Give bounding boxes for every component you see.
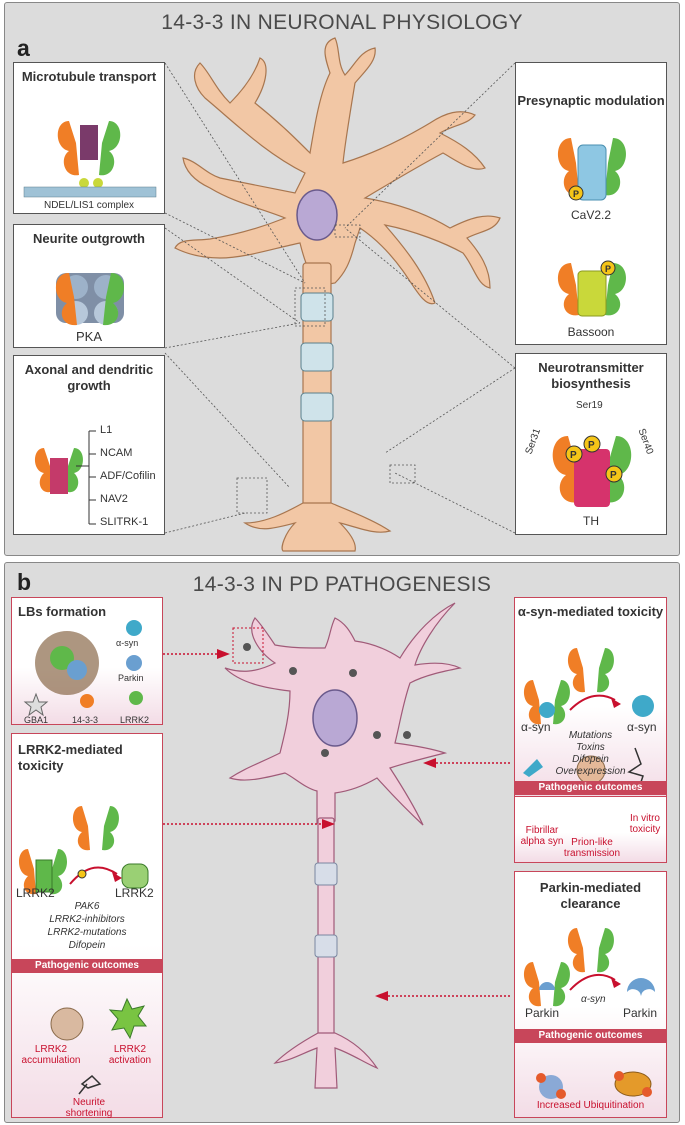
lbs-title: LBs formation <box>18 604 107 619</box>
svg-text:P: P <box>573 189 579 199</box>
parkin-left-label: Parkin <box>525 1006 560 1020</box>
lrrk2-title: LRRK2-mediated toxicity <box>18 742 123 773</box>
presynaptic-title: Presynaptic modulation <box>517 93 665 108</box>
lrrk2-outcome-accumulation: LRRK2 accumulation <box>21 1044 81 1066</box>
asyn-outcome-prion: Prion-like transmission <box>563 837 621 859</box>
asyn-outcome-fibrillar: Fibrillar alpha syn <box>520 825 564 847</box>
lrrk2-cond-3: LRRK2-mutations <box>47 927 127 938</box>
target-nav2: NAV2 <box>100 493 128 505</box>
legend-1433: 14-3-3 <box>72 715 99 725</box>
ser19-label: Ser19 <box>576 400 603 411</box>
target-l1: L1 <box>100 424 113 436</box>
legend-gba1: GBA1 <box>24 715 49 725</box>
svg-text:P: P <box>610 470 617 481</box>
presynaptic-protein-icons: P P <box>557 138 627 317</box>
lrrk2-cond-2: LRRK2-inhibitors <box>49 914 125 925</box>
asyn-outcomes-bar: Pathogenic outcomes <box>515 781 666 795</box>
legend-lrrk2: LRRK2 <box>120 715 150 725</box>
microtubule-title: Microtubule transport <box>21 69 157 84</box>
panel-b-title: 14-3-3 IN PD PATHOGENESIS <box>192 573 492 596</box>
asyn-toxicity-box: α-syn-mediated toxicity α-syn α-syn Muta… <box>514 597 667 797</box>
panel-a-letter: a <box>17 35 30 61</box>
svg-text:P: P <box>588 440 595 451</box>
parkin-outcome-ubiquitination: Increased Ubiquitination <box>536 1100 645 1111</box>
neurotransmitter-box: Neurotransmitter biosynthesis P P P Ser1… <box>515 353 667 535</box>
asyn-cond-2: Toxins <box>576 742 605 753</box>
lrrk2-toxicity-box: LRRK2-mediated toxicity LRRK2 LRRK2 PAK6… <box>11 733 163 1119</box>
parkin-clearance-box: Parkin-mediated clearance Parkin Parkin … <box>514 871 667 1118</box>
lrrk2-left-label: LRRK2 <box>16 886 55 900</box>
parkin-outcomes-bar: Pathogenic outcomes <box>515 1029 666 1043</box>
asyn-right-label: α-syn <box>627 720 657 734</box>
asyn-left-label: α-syn <box>521 720 551 734</box>
neurite-label: PKA <box>75 329 102 344</box>
neurotransmitter-title: Neurotransmitter biosynthesis <box>538 360 644 391</box>
neuron-a-illustration <box>164 37 516 552</box>
neurite-outgrowth-box: Neurite outgrowth PKA <box>13 224 165 348</box>
lbs-aggregate-icon <box>23 620 143 717</box>
panel-a-title: 14-3-3 IN NEURONAL PHYSIOLOGY <box>161 11 523 34</box>
th-label: TH <box>583 514 599 528</box>
parkin-condition: α-syn <box>581 994 606 1005</box>
lrrk2-protein-icons <box>19 806 149 1095</box>
asyn-outcome-toxicity: In vitro toxicity <box>629 813 661 835</box>
legend-asyn: α-syn <box>116 638 139 648</box>
lrrk2-right-label: LRRK2 <box>115 886 154 900</box>
panel-b-letter: b <box>17 569 32 595</box>
lrrk2-outcome-neurite: Neurite shortening <box>65 1097 113 1119</box>
asyn-outcomes-box: Fibrillar alpha syn Prion-like transmiss… <box>514 797 667 863</box>
target-slitrk1: SLITRK-1 <box>100 516 149 528</box>
target-ncam: NCAM <box>100 447 133 459</box>
lbs-formation-box: LBs formation α-syn Parkin GBA1 14-3-3 L… <box>11 597 163 725</box>
legend-parkin: Parkin <box>118 673 144 683</box>
svg-text:P: P <box>570 450 577 461</box>
lrrk2-outcome-activation: LRRK2 activation <box>108 1044 152 1066</box>
asyn-cond-4: Overexpression <box>555 766 626 777</box>
parkin-protein-icons <box>524 928 655 1099</box>
panel-a: 14-3-3 IN NEURONAL PHYSIOLOGY a Microtub… <box>4 2 680 556</box>
cav22-label: CaV2.2 <box>570 208 612 222</box>
bassoon-label: Bassoon <box>567 325 615 339</box>
microtubule-label: NDEL/LIS1 complex <box>43 200 135 211</box>
neurite-title: Neurite outgrowth <box>33 231 145 246</box>
svg-text:P: P <box>605 264 611 274</box>
parkin-title: Parkin-mediated clearance <box>539 880 642 911</box>
lrrk2-cond-1: PAK6 <box>74 901 100 912</box>
th-protein-icon: P P P <box>552 435 632 507</box>
parkin-right-label: Parkin <box>623 1006 658 1020</box>
target-adf-cofilin: ADF/Cofilin <box>100 470 156 482</box>
lrrk2-outcomes-bar: Pathogenic outcomes <box>12 959 162 973</box>
asyn-protein-icons <box>523 648 654 789</box>
pka-protein-icon <box>55 273 125 326</box>
neuron-b-illustration <box>163 602 510 1089</box>
microtubule-protein-icon <box>23 121 157 198</box>
axonal-growth-box: Axonal and dendritic growth L1 NCAM ADF/… <box>13 355 165 535</box>
asyn-title: α-syn-mediated toxicity <box>517 604 664 619</box>
axonal-title: Axonal and dendritic growth <box>24 362 154 393</box>
asyn-cond-1: Mutations <box>568 730 613 741</box>
asyn-cond-3: Difopein <box>572 754 609 765</box>
lrrk2-cond-4: Difopein <box>68 940 106 951</box>
panel-b: 14-3-3 IN PD PATHOGENESIS b <box>4 562 680 1123</box>
presynaptic-box: Presynaptic modulation P P CaV2.2 Bassoo… <box>515 62 667 345</box>
axonal-protein-icon <box>35 430 96 525</box>
microtubule-transport-box: Microtubule transport NDEL/LIS1 complex <box>13 62 165 214</box>
